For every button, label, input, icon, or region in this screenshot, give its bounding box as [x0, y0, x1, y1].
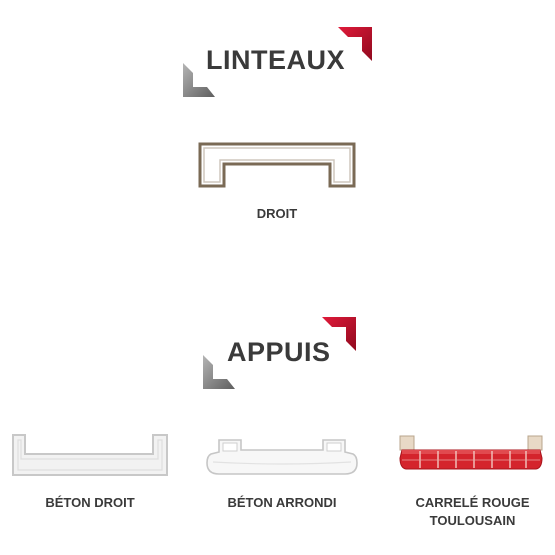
rounded-concrete-sill-icon [206, 439, 358, 475]
item-label-beton-arrondi: BÉTON ARRONDI [227, 495, 337, 510]
corner-bracket-red-icon [338, 27, 372, 61]
item-label-carrele-rouge-line2: TOULOUSAIN [429, 513, 516, 528]
item-label-droit: DROIT [256, 206, 298, 221]
appuis-header: APPUIS [200, 315, 360, 390]
straight-concrete-sill-icon [12, 434, 168, 476]
corner-bracket-gray-icon [183, 63, 215, 97]
item-label-carrele-rouge-line1: CARRELÉ ROUGE [415, 495, 530, 510]
section-title-linteaux: LINTEAUX [206, 45, 345, 75]
corner-bracket-gray-icon [203, 355, 235, 389]
section-title-appuis: APPUIS [227, 337, 331, 367]
corner-bracket-red-icon [322, 317, 356, 351]
straight-lintel-icon [198, 142, 356, 188]
item-label-beton-droit: BÉTON DROIT [45, 495, 135, 510]
linteaux-header: LINTEAUX [180, 25, 375, 100]
item-label-carrele-rouge: CARRELÉ ROUGE TOULOUSAIN [390, 494, 555, 530]
red-tile-sill-icon [399, 435, 543, 470]
